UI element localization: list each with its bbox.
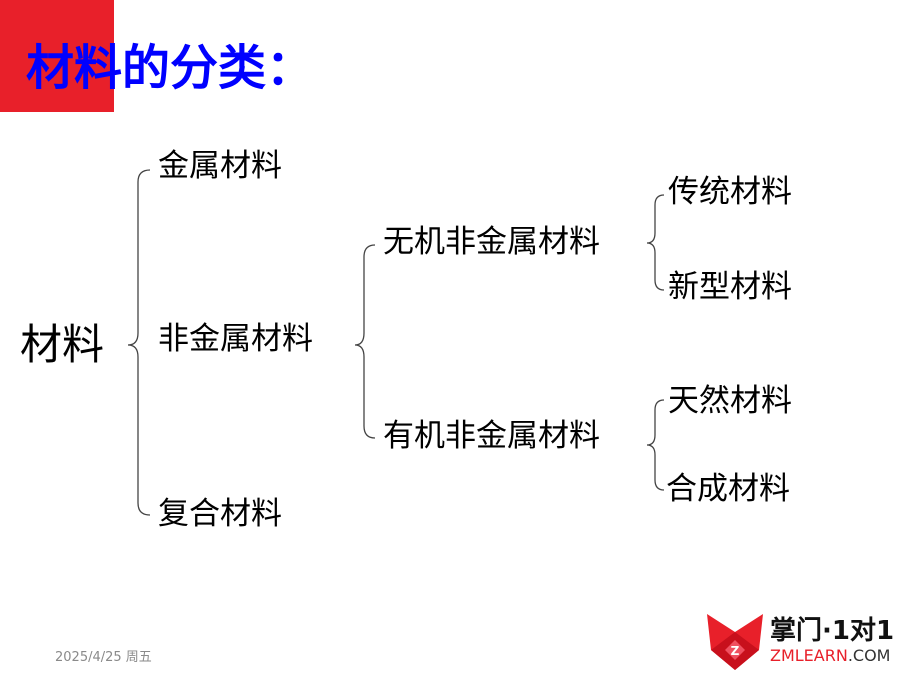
slide-title: 材料的分类： bbox=[26, 40, 315, 96]
brace-nonmetal bbox=[354, 244, 376, 439]
logo-en-suffix: .COM bbox=[847, 646, 891, 665]
node-metal: 金属材料 bbox=[158, 148, 282, 184]
brace-organic bbox=[646, 399, 665, 491]
node-composite: 复合材料 bbox=[158, 496, 282, 532]
node-root: 材料 bbox=[20, 320, 105, 369]
brace-inorganic bbox=[646, 194, 665, 291]
node-traditional: 传统材料 bbox=[668, 174, 792, 210]
logo-en-main: ZMLEARN bbox=[770, 646, 848, 665]
node-organic-nonmetal: 有机非金属材料 bbox=[383, 418, 600, 454]
zmlearn-logo-icon: Z bbox=[707, 614, 763, 670]
footer-date: 2025/4/25 周五 bbox=[55, 650, 152, 665]
logo-text-en: ZMLEARN.COM bbox=[770, 648, 890, 664]
logo-text-cn: 掌门·1对1 bbox=[770, 616, 895, 646]
svg-text:Z: Z bbox=[731, 644, 740, 658]
node-synthetic: 合成材料 bbox=[666, 471, 790, 507]
red-accent-block bbox=[0, 0, 114, 112]
node-nonmetal: 非金属材料 bbox=[158, 321, 313, 357]
brace-root bbox=[127, 169, 151, 516]
node-inorganic-nonmetal: 无机非金属材料 bbox=[383, 224, 600, 260]
node-new-type: 新型材料 bbox=[668, 269, 792, 305]
node-natural: 天然材料 bbox=[668, 383, 792, 419]
